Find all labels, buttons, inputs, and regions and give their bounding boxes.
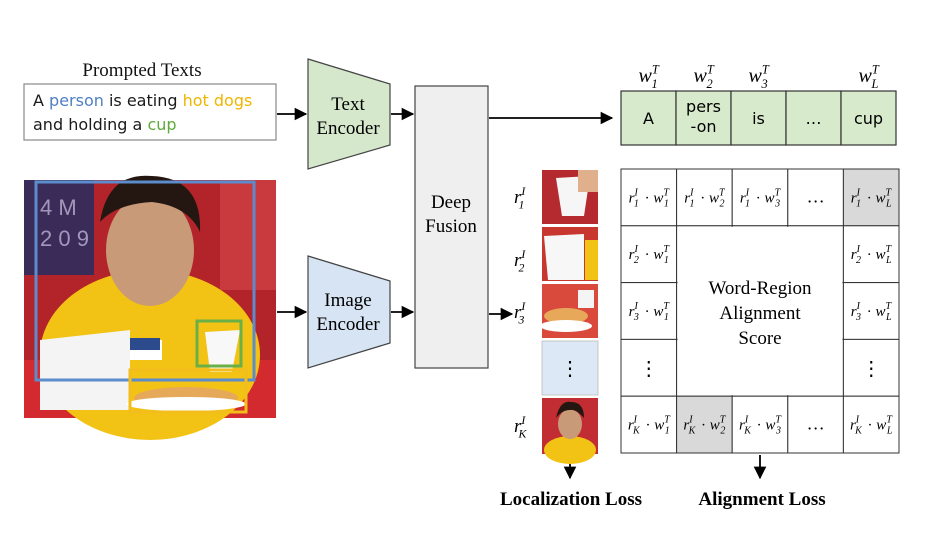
localization-loss-label: Localization Loss (500, 489, 642, 510)
prompt-span: is eating (104, 91, 183, 110)
region-crop-k (542, 398, 598, 464)
region-crop-ellipsis (541, 340, 599, 396)
matrix-center-label-3: Score (738, 328, 781, 349)
matrix-cell (620, 282, 678, 340)
prompt-box (23, 83, 277, 141)
matrix-cell (842, 338, 900, 397)
prompt-line-1: A person is eating hot dogs (33, 91, 252, 110)
matrix-cell (620, 168, 678, 227)
matrix-cell (787, 395, 844, 454)
word-token-cell (785, 90, 842, 146)
matrix-cell (620, 395, 678, 454)
image-encoder-label-2: Encoder (316, 314, 380, 335)
image-encoder-block (307, 255, 391, 369)
bbox-cup (195, 319, 243, 368)
matrix-cell (842, 168, 900, 227)
region-strip: ⋮ (540, 170, 599, 464)
matrix-cell (676, 168, 733, 227)
matrix-cell (787, 168, 844, 227)
prompt-span: and holding a (33, 115, 147, 134)
prompt-span: cup (147, 115, 176, 134)
word-token-cell (840, 90, 897, 146)
word-token-cell (730, 90, 787, 146)
matrix-cell (842, 225, 900, 284)
word-token-text: -on (691, 117, 717, 136)
matrix-cell (676, 395, 733, 454)
matrix-cell (842, 395, 900, 454)
alignment-loss-label: Alignment Loss (698, 489, 825, 510)
matrix-center-area (677, 226, 843, 396)
region-crop-1 (542, 170, 598, 224)
matrix-center-label: Word-Region Alignment Score (709, 278, 812, 349)
matrix-ellipsis: … (807, 186, 825, 206)
text-encoder-label-2: Encoder (316, 118, 380, 139)
matrix-cell (731, 168, 789, 227)
region-crop-2 (542, 227, 598, 281)
word-token-text: pers (686, 97, 721, 116)
input-photo: 4 M 2 0 9 (24, 175, 276, 440)
deep-fusion-label-2: Fusion (425, 216, 477, 237)
matrix-ellipsis: ⋮ (861, 358, 881, 380)
word-token-text: cup (854, 109, 883, 128)
bbox-hotdog (128, 368, 248, 414)
text-encoder-label-1: Text (331, 94, 365, 115)
word-token-text: … (806, 109, 822, 128)
matrix-center-label-1: Word-Region (709, 278, 812, 299)
word-token-text: is (752, 109, 765, 128)
matrix-ellipsis: … (807, 414, 825, 434)
matrix-center-label-2: Alignment (719, 303, 801, 324)
bbox-person (34, 180, 256, 382)
prompt-span: A (33, 91, 49, 110)
image-encoder-label-1: Image (324, 290, 371, 311)
word-token-text: A (643, 109, 654, 128)
deep-fusion-block (414, 85, 489, 369)
word-token-cell (620, 90, 677, 146)
text-encoder-block (307, 58, 391, 170)
svg-text:2 0 9: 2 0 9 (40, 226, 89, 251)
prompt-span: person (49, 91, 104, 110)
prompt-title: Prompted Texts (82, 60, 201, 81)
deep-fusion-label-1: Deep (431, 192, 471, 213)
prompt-span: hot dogs (183, 91, 253, 110)
prompt-line-2: and holding a cup (33, 115, 177, 134)
region-ellipsis-text: ⋮ (560, 358, 580, 380)
svg-text:4 M: 4 M (40, 195, 77, 220)
matrix-ellipsis: ⋮ (639, 358, 659, 380)
region-crop-3 (540, 284, 598, 338)
